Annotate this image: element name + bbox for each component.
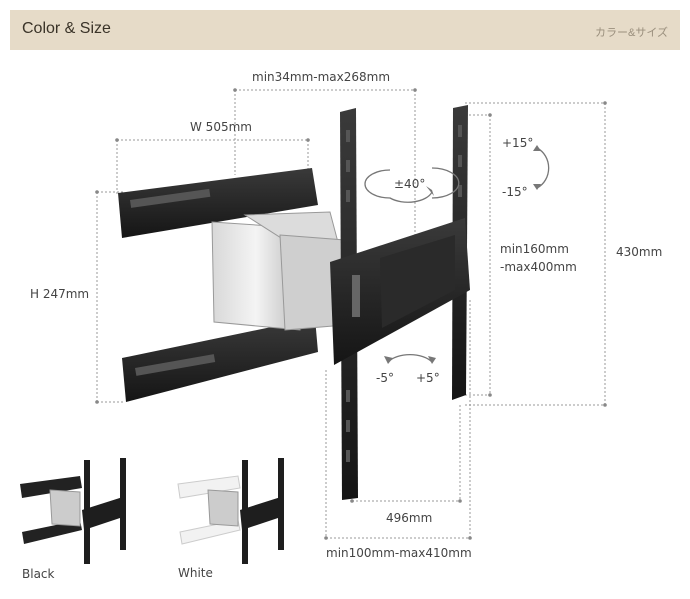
section-title: Color & Size [22,20,111,37]
wall-rails [118,168,318,402]
height-label: H 247mm [30,287,90,301]
swivel-label: ±40° [394,177,426,191]
dimension-endpoints [95,88,607,540]
silver-arm [211,211,346,331]
tilt-down-label: -15° [502,185,528,199]
vertical-vesa-label: min160mm -max400mm [500,242,577,274]
thumbnail-white [177,458,284,564]
crossbar [330,218,470,365]
color-option-black: Black [22,567,55,581]
width-label: W 505mm [190,120,252,134]
bracket-width-label: 496mm [386,511,433,525]
rotate-right-label: +5° [416,371,440,385]
thumbnail-black [20,458,126,564]
color-option-white: White [178,566,213,580]
horizontal-vesa-label: min100mm-max410mm [326,546,472,560]
dimension-lines [96,89,606,539]
tilt-up-label: +15° [502,136,534,150]
section-subtitle: カラー&サイズ [594,27,668,39]
rotation-arrows [364,147,550,363]
arrow-heads [384,145,541,364]
section-header: Color & Size カラー&サイズ [10,10,680,50]
rotate-left-label: -5° [376,371,394,385]
arm-extension-label: min34mm-max268mm [252,70,391,84]
total-height-label: 430mm [616,245,663,259]
